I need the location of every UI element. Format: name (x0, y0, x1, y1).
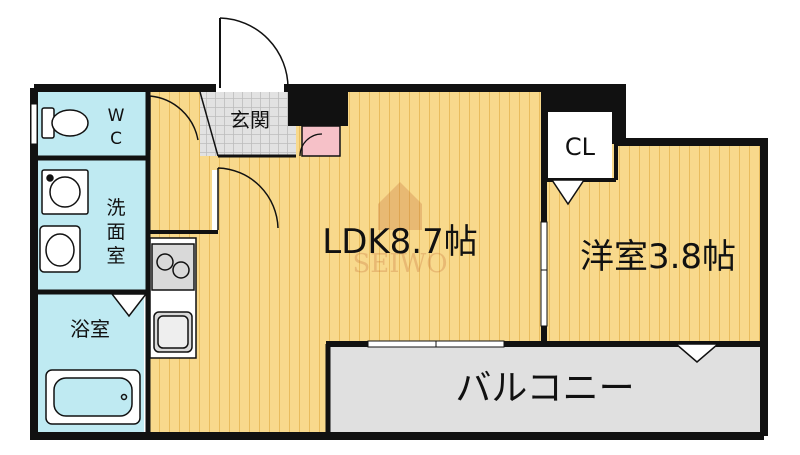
toilet-bowl-icon (51, 109, 89, 137)
watermark-text: SEIWO (352, 249, 447, 279)
shoe-box (301, 125, 341, 157)
toilet (41, 107, 89, 139)
ldk-door-gap (212, 170, 218, 230)
bathroom-label: 浴室 (70, 317, 110, 341)
sliding-door-western (540, 221, 548, 327)
ldk-door-swing (217, 167, 279, 230)
kitchen (149, 237, 197, 359)
wc-door-swing (149, 95, 199, 150)
wash-basin (39, 225, 81, 273)
bathtub (45, 369, 141, 425)
entrance-door (199, 17, 289, 157)
entrance-step (199, 91, 219, 157)
washroom-label-1: 洗 (106, 197, 125, 219)
pillar-corner (542, 88, 622, 112)
closet-door-marker (550, 179, 586, 206)
window-wc (30, 103, 38, 145)
entrance-door-swing (219, 17, 289, 89)
pillar-right (612, 88, 622, 144)
wc-label-top: W (108, 106, 125, 126)
washing-machine-drum-icon (49, 176, 81, 208)
washing-machine-dot-icon (46, 174, 54, 182)
entrance-label: 玄関 (230, 108, 270, 132)
room-labels: W C 玄関 CL 洗 面 室 LDK8.7帖 洋室3.8帖 浴室 バルコニー (70, 106, 736, 409)
bath-door-marker (110, 293, 148, 318)
ldk-label: LDK8.7帖 (322, 222, 478, 262)
inner-doors (149, 95, 279, 230)
wc-label-bottom: C (110, 129, 122, 149)
burner-2-icon (172, 261, 190, 279)
watermark: SEIWO (352, 182, 448, 279)
wash-basin-bowl-icon (45, 233, 75, 267)
closet-floor (548, 114, 612, 178)
western-room-label: 洋室3.8帖 (580, 237, 736, 277)
entrance-floor (200, 92, 296, 156)
burner-1-icon (156, 253, 174, 271)
bathtub-drain-icon (120, 393, 128, 401)
entrance-door-slot (216, 84, 284, 92)
balcony-door-marker (673, 343, 721, 363)
pillar-entrance (288, 88, 348, 126)
closet-label: CL (565, 133, 596, 161)
balcony-floor (330, 344, 764, 432)
watermark-house-icon (378, 182, 422, 230)
washroom-label-3: 室 (106, 245, 125, 267)
bathtub-inner-icon (53, 377, 133, 417)
kitchen-sink-basin-icon (157, 315, 189, 349)
balcony-label: バルコニー (455, 368, 634, 409)
washing-machine (41, 169, 89, 215)
washroom-label-2: 面 (106, 221, 125, 243)
shoe-box-door-swing (299, 133, 323, 157)
